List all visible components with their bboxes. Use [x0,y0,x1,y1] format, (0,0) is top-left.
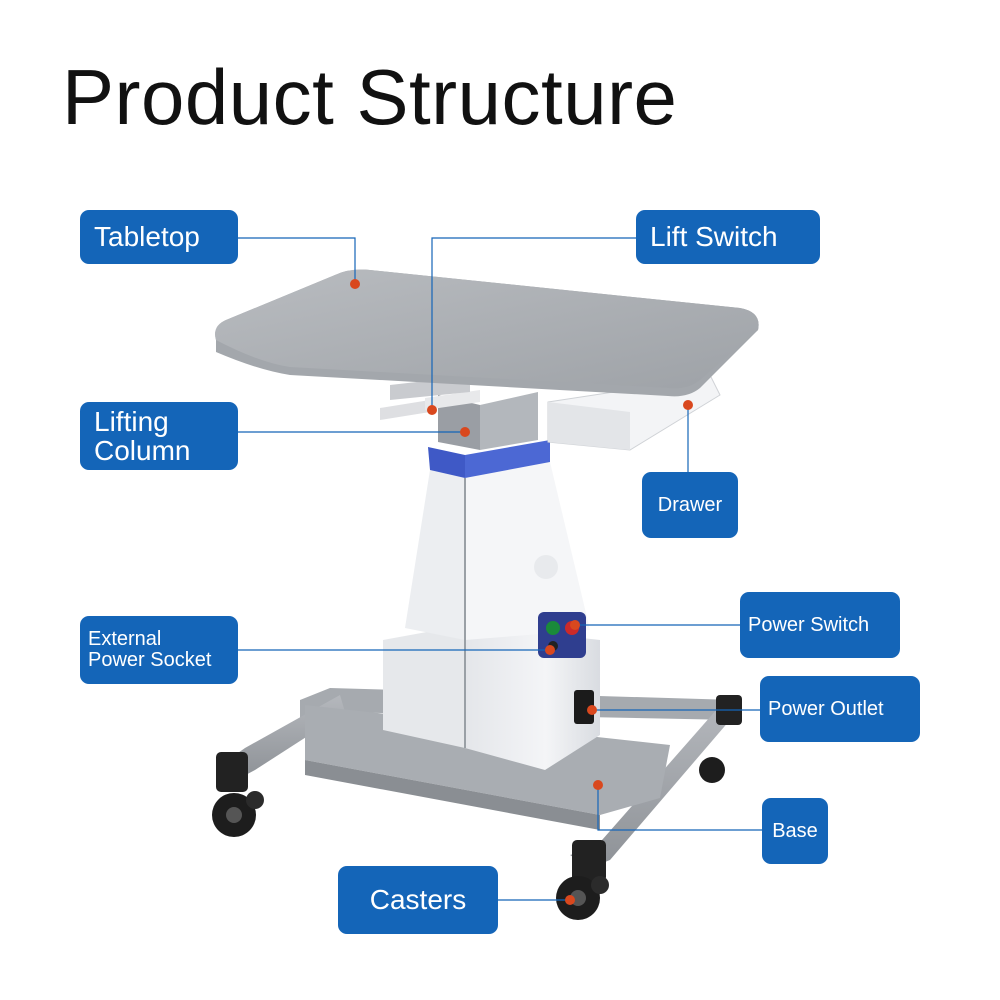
column-collar [428,440,550,478]
label-power-outlet: Power Outlet [760,676,920,742]
label-base: Base [762,798,828,864]
marker-lifting-column [460,427,470,437]
lifting-column [438,392,538,450]
label-drawer: Drawer [642,472,738,538]
marker-drawer [683,400,693,410]
label-tabletop: Tabletop [80,210,238,264]
label-lift-switch: Lift Switch [636,210,820,264]
leader-lines [238,237,762,901]
column-housing [383,462,600,770]
marker-casters [565,895,575,905]
label-lifting-column: Lifting Column [80,402,238,470]
marker-base [593,780,603,790]
marker-lift-switch [427,405,437,415]
marker-power-outlet [587,705,597,715]
tabletop [215,269,759,397]
caster-right-front [556,840,609,920]
marker-power-switch [570,620,580,630]
marker-external-power-socket [545,645,555,655]
label-casters: Casters [338,866,498,934]
marker-tabletop [350,279,360,289]
page-title: Product Structure [62,53,678,141]
caster-left-front [212,752,264,837]
label-external-power-socket: External Power Socket [80,616,238,684]
label-power-switch: Power Switch [740,592,900,658]
marker-dots [350,279,693,905]
